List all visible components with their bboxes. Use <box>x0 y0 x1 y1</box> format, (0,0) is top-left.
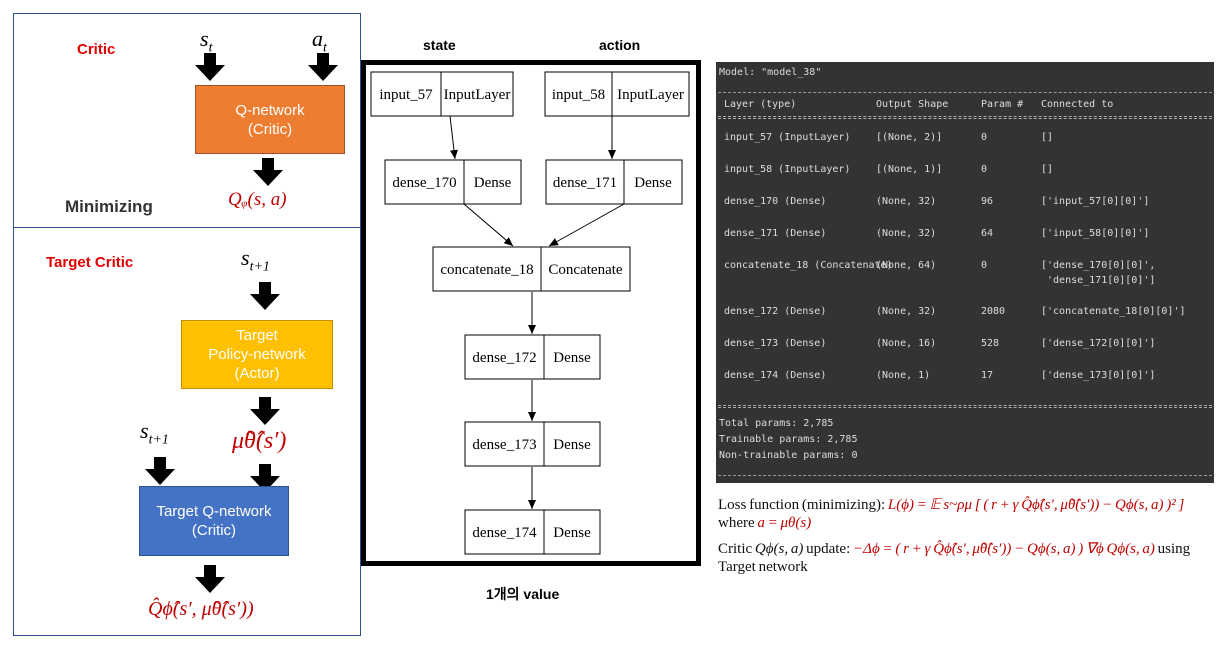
table-cell: 64 <box>981 228 994 239</box>
node-type: Dense <box>553 525 591 541</box>
arrow-down-icon <box>195 53 225 81</box>
table-cell: 0 <box>981 260 988 271</box>
target-q-network-box: Target Q-network (Critic) <box>139 486 289 556</box>
edge-arrow <box>548 203 625 247</box>
table-cell: (None, 32) <box>876 196 937 207</box>
table-cell: (None, 64) <box>876 260 937 271</box>
node-type: Dense <box>553 437 591 453</box>
trainable-params: Trainable params: 2,785 <box>719 434 858 445</box>
arrow-down-icon <box>145 457 175 485</box>
node-dense_171: dense_171 Dense <box>545 159 683 205</box>
table-cell: ['input_58[0][0]'] <box>1041 228 1150 239</box>
target-policy-network-box: Target Policy-network (Actor) <box>181 320 333 389</box>
table-cell: 96 <box>981 196 994 207</box>
arrow-down-icon <box>253 158 283 186</box>
q-network-box: Q-network (Critic) <box>195 85 345 154</box>
model-summary-terminal: Model: "model_38" Layer (type) Output Sha… <box>716 62 1214 483</box>
node-dense_172: dense_172 Dense <box>464 334 601 380</box>
table-cell: 0 <box>981 132 988 143</box>
node-type: InputLayer <box>444 87 511 103</box>
loss-formula: L(ϕ) = 𝔼 s~ρμ [ ( r + γ Q̂ϕ̂(s′, μ̂θ̂(s′… <box>887 497 1185 513</box>
node-name: dense_174 <box>472 525 537 541</box>
arrow-down-icon <box>308 53 338 81</box>
table-cell: 17 <box>981 370 994 381</box>
output-label: 1개의 value <box>486 586 560 602</box>
column-header: Output Shape <box>876 99 949 110</box>
column-header: Param # <box>981 99 1024 110</box>
node-type: Concatenate <box>548 262 622 278</box>
target-critic-panel <box>13 227 361 636</box>
update-formula: −Δϕ = ( r + γ Q̂ϕ̂(s′, μ̂θ̂(s′)) − Qϕ(s,… <box>853 541 1155 557</box>
node-type: Dense <box>474 175 512 191</box>
state-symbol: st <box>200 26 213 56</box>
node-dense_173: dense_173 Dense <box>464 421 601 467</box>
next-state-symbol: st+1 <box>241 245 270 275</box>
arrow-down-icon <box>195 565 225 593</box>
table-cell: [(None, 2)] <box>876 132 943 143</box>
table-cell: concatenate_18 (Concatenate) <box>724 260 893 271</box>
edge-arrow <box>449 115 458 160</box>
table-cell: ['input_57[0][0]'] <box>1041 196 1150 207</box>
table-cell: dense_171 (Dense) <box>724 228 827 239</box>
node-name: input_58 <box>552 87 605 103</box>
table-cell: 0 <box>981 164 988 175</box>
minimizing-label: Minimizing <box>65 197 153 216</box>
column-header: Layer (type) <box>724 99 797 110</box>
table-cell: [(None, 1)] <box>876 164 943 175</box>
table-cell: ['concatenate_18[0][0]'] <box>1041 306 1186 317</box>
table-cell: ['dense_173[0][0]'] <box>1041 370 1156 381</box>
node-type: Dense <box>634 175 672 191</box>
total-params: Total params: 2,785 <box>719 418 834 429</box>
table-cell: input_57 (InputLayer) <box>724 132 851 143</box>
model-graph: input_57 InputLayer input_58 InputLayer dens… <box>370 71 690 555</box>
node-input_57: input_57 InputLayer <box>370 71 514 117</box>
node-input_58: input_58 InputLayer <box>544 71 690 117</box>
critic-update: Critic Qϕ(s, a) update: −Δϕ = ( r + γ Q̂… <box>718 541 1191 575</box>
table-cell: [] <box>1041 132 1054 143</box>
model-graph-frame <box>361 60 701 566</box>
edge-arrow <box>463 203 514 247</box>
q-output: Qᵩ(s, a) <box>228 189 287 210</box>
column-header: Connected to <box>1041 99 1114 110</box>
critic-label: Critic <box>77 41 116 58</box>
node-name: concatenate_18 <box>440 262 533 278</box>
table-cell: 528 <box>981 338 1000 349</box>
model-name: Model: "model_38" <box>719 67 822 78</box>
table-cell: (None, 1) <box>876 370 931 381</box>
node-type: InputLayer <box>617 87 684 103</box>
table-cell: ['dense_172[0][0]'] <box>1041 338 1156 349</box>
table-cell: dense_173 (Dense) <box>724 338 827 349</box>
table-cell: [] <box>1041 164 1054 175</box>
node-name: input_57 <box>379 87 433 103</box>
node-name: dense_171 <box>553 175 617 191</box>
target-action-output: μ̂θ̂(s′) <box>232 428 287 454</box>
target-critic-label: Target Critic <box>46 254 134 271</box>
node-dense_170: dense_170 Dense <box>384 159 522 205</box>
table-cell: (None, 32) <box>876 306 937 317</box>
next-state-symbol-b: st+1 <box>140 418 169 448</box>
node-name: dense_173 <box>472 437 536 453</box>
arrow-down-icon <box>250 282 280 310</box>
table-cell: (None, 16) <box>876 338 937 349</box>
node-concatenate_18: concatenate_18 Concatenate <box>432 246 631 292</box>
arrow-down-icon <box>250 464 280 492</box>
target-q-output: Q̂ϕ̂(s′, μ̂θ̂(s′)) <box>148 598 254 620</box>
non-trainable-params: Non-trainable params: 0 <box>719 450 858 461</box>
node-type: Dense <box>553 350 591 366</box>
table-cell: input_58 (InputLayer) <box>724 164 851 175</box>
table-cell: dense_170 (Dense) <box>724 196 827 207</box>
node-name: dense_172 <box>472 350 536 366</box>
node-name: dense_170 <box>392 175 456 191</box>
state-label: state <box>423 37 456 53</box>
table-cell: ['dense_170[0][0]', 'dense_171[0][0]'] <box>1041 260 1156 286</box>
table-cell: dense_172 (Dense) <box>724 306 827 317</box>
node-dense_174: dense_174 Dense <box>464 509 601 555</box>
arrow-down-icon <box>250 397 280 425</box>
table-cell: dense_174 (Dense) <box>724 370 827 381</box>
action-symbol: at <box>312 26 327 56</box>
table-cell: 2080 <box>981 306 1006 317</box>
table-cell: (None, 32) <box>876 228 937 239</box>
action-label: action <box>599 37 641 53</box>
loss-function: Loss function (minimizing): L(ϕ) = 𝔼 s~ρ… <box>718 497 1185 531</box>
